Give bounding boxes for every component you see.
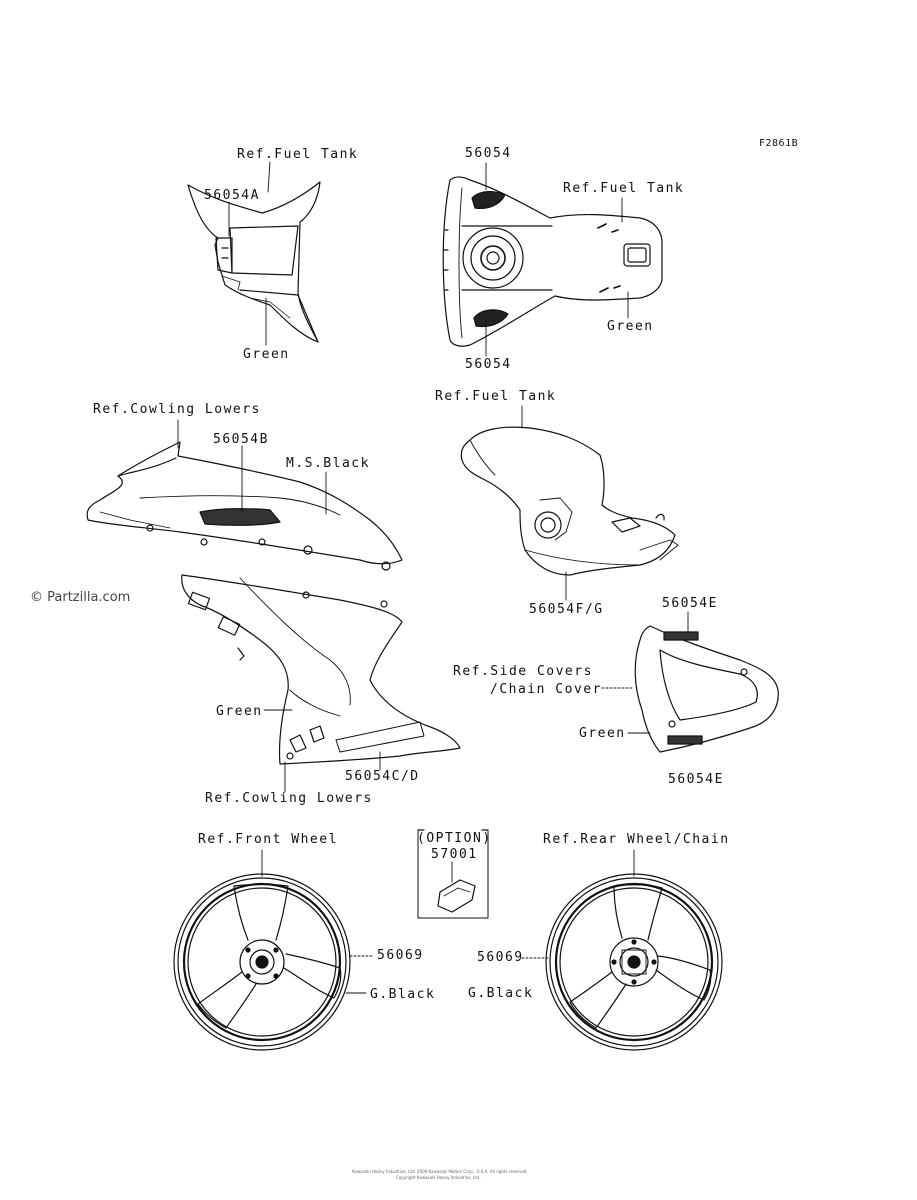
part-number-56054cd: 56054C/D [345,769,420,784]
fuel-tank-side-part [460,426,679,576]
cowling-lowers-reference-label: Ref.Cowling Lowers [93,402,261,417]
color-label-g-black: G.Black [468,986,534,1001]
fuel-tank-top-part [442,176,663,347]
color-label-green: Green [607,319,654,334]
color-label-green: Green [243,347,290,362]
part-number-56054a: 56054A [204,188,260,203]
tail-cowl-part [187,181,321,343]
front-wheel-reference-label: Ref.Front Wheel [198,832,338,847]
lower-cowling-part [181,574,461,765]
color-label-green: Green [216,704,263,719]
part-number-56054e: 56054E [662,596,718,611]
seat-cowl-part [634,625,779,753]
part-number-57001: 57001 [431,847,478,862]
color-label-green: Green [579,726,626,741]
part-number-56054: 56054 [465,357,512,372]
part-number-56054e: 56054E [668,772,724,787]
part-number-56069: 56069 [477,950,524,965]
cowling-lowers-reference-label: Ref.Cowling Lowers [205,791,373,806]
part-number-56054b: 56054B [213,432,269,447]
figure-id: F2861B [759,138,799,149]
front-wheel [173,873,351,1051]
part-number-56054fg: 56054F/G [529,602,604,617]
fuel-tank-reference-label: Ref.Fuel Tank [435,389,557,404]
watermark: © Partzilla.com [30,590,131,605]
option-box [417,829,489,919]
upper-cowling-part [86,441,403,571]
color-label-ms-black: M.S.Black [286,456,370,471]
rear-wheel [545,873,723,1051]
option-label: (OPTION) [417,831,492,846]
fuel-tank-reference-label: Ref.Fuel Tank [237,147,359,162]
color-label-g-black: G.Black [370,987,436,1002]
side-covers-reference-label: Ref.Side Covers [453,664,593,679]
fuel-tank-reference-label: Ref.Fuel Tank [563,181,685,196]
rear-wheel-reference-label: Ref.Rear Wheel/Chain [543,832,730,847]
part-number-56054: 56054 [465,146,512,161]
copyright-footer: Kawasaki Heavy Industries, Ltd. 2009 Kaw… [352,1169,528,1174]
chain-cover-reference-label: /Chain Cover [490,682,602,697]
part-number-56069: 56069 [377,948,424,963]
copyright-footer-sub: Copyright Kawasaki Heavy Industries, Ltd… [396,1175,481,1180]
